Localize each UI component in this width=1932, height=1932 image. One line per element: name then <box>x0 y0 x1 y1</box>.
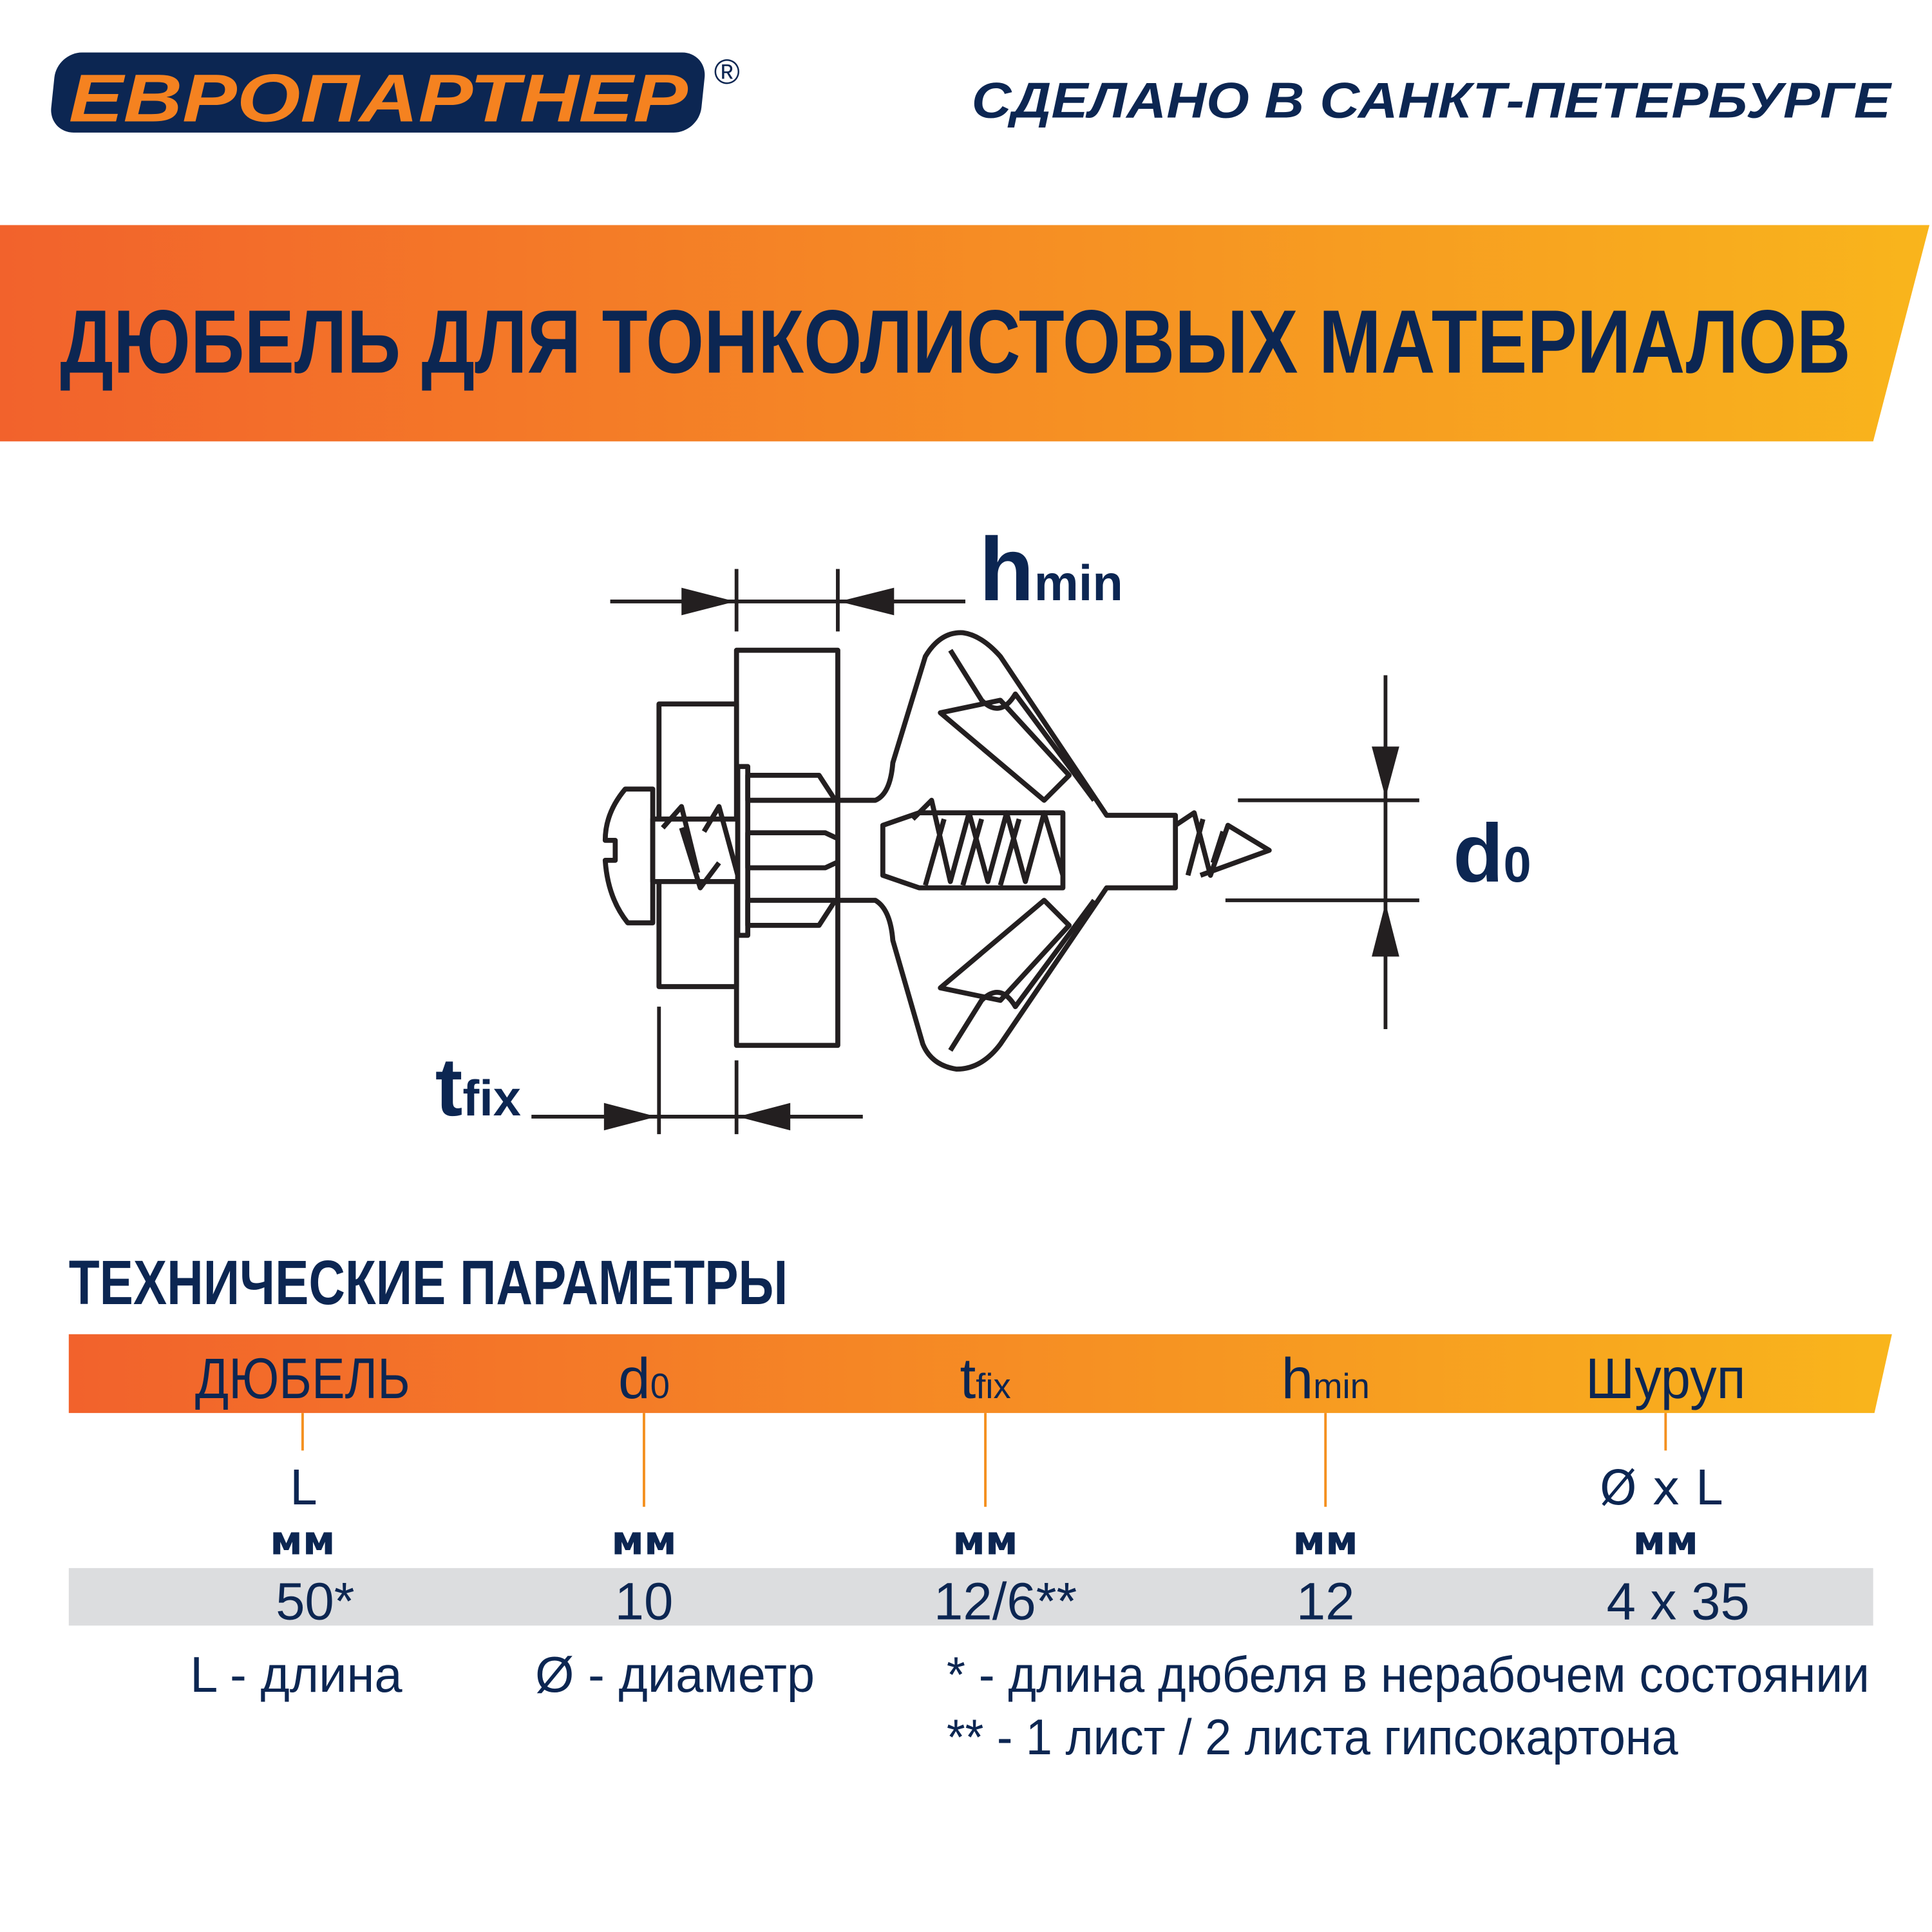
value-dowel-length: 50* <box>276 1573 354 1631</box>
value-screw: 4 x 35 <box>1607 1573 1750 1631</box>
legend-note-2: ** - 1 лист / 2 листа гипсокартона <box>947 1710 1679 1765</box>
legend-length: L - длина <box>190 1647 402 1703</box>
legend-diameter: Ø - диаметр <box>535 1647 815 1703</box>
tagline: СДЕЛАНО В САНКТ-ПЕТЕРБУРГЕ <box>972 73 1893 129</box>
header-dowel: ДЮБЕЛЬ <box>195 1346 410 1410</box>
specs-header-band <box>68 1334 1892 1414</box>
header-screw: Шуруп <box>1586 1346 1746 1410</box>
title-banner <box>0 225 1930 442</box>
hmin-label: hmin <box>979 518 1122 620</box>
logo-text: ЕВРОПАРТНЕР <box>69 61 688 136</box>
tfix-label: tfix <box>435 1041 521 1133</box>
specs-heading: ТЕХНИЧЕСКИЕ ПАРАМЕТРЫ <box>69 1247 788 1318</box>
header-d0: d0 <box>618 1346 670 1410</box>
value-tfix: 12/6** <box>934 1573 1077 1631</box>
unit: мм <box>952 1517 1018 1564</box>
dowel-diagram: hmin <box>435 518 1531 1135</box>
header-hmin: hmin <box>1282 1346 1370 1410</box>
value-hmin: 12 <box>1296 1573 1355 1631</box>
param-dxl: Ø x L <box>1600 1461 1722 1516</box>
header-tfix: tfix <box>960 1346 1010 1410</box>
specs-legend: L - длина Ø - диаметр * - длина дюбеля в… <box>190 1647 1870 1765</box>
param-l: L <box>289 1461 316 1516</box>
d0-label: d0 <box>1453 808 1531 900</box>
unit: мм <box>270 1517 336 1564</box>
page-title: ДЮБЕЛЬ ДЛЯ ТОНКОЛИСТОВЫХ МАТЕРИАЛОВ <box>60 291 1851 392</box>
unit: мм <box>611 1517 677 1564</box>
legend-note-1: * - длина дюбеля в нерабочем состоянии <box>947 1647 1870 1703</box>
specs-value-row <box>68 1567 1873 1626</box>
unit: мм <box>1293 1517 1358 1564</box>
screw-head <box>602 786 656 925</box>
brand-logo: ЕВРОПАРТНЕР ® <box>51 52 740 136</box>
registered-mark: ® <box>714 52 740 91</box>
unit: мм <box>1633 1517 1699 1564</box>
value-d0: 10 <box>615 1573 674 1631</box>
specs-table: ДЮБЕЛЬ L d0 tfix hmin Шуруп Ø x L мм мм … <box>195 1346 1750 1631</box>
